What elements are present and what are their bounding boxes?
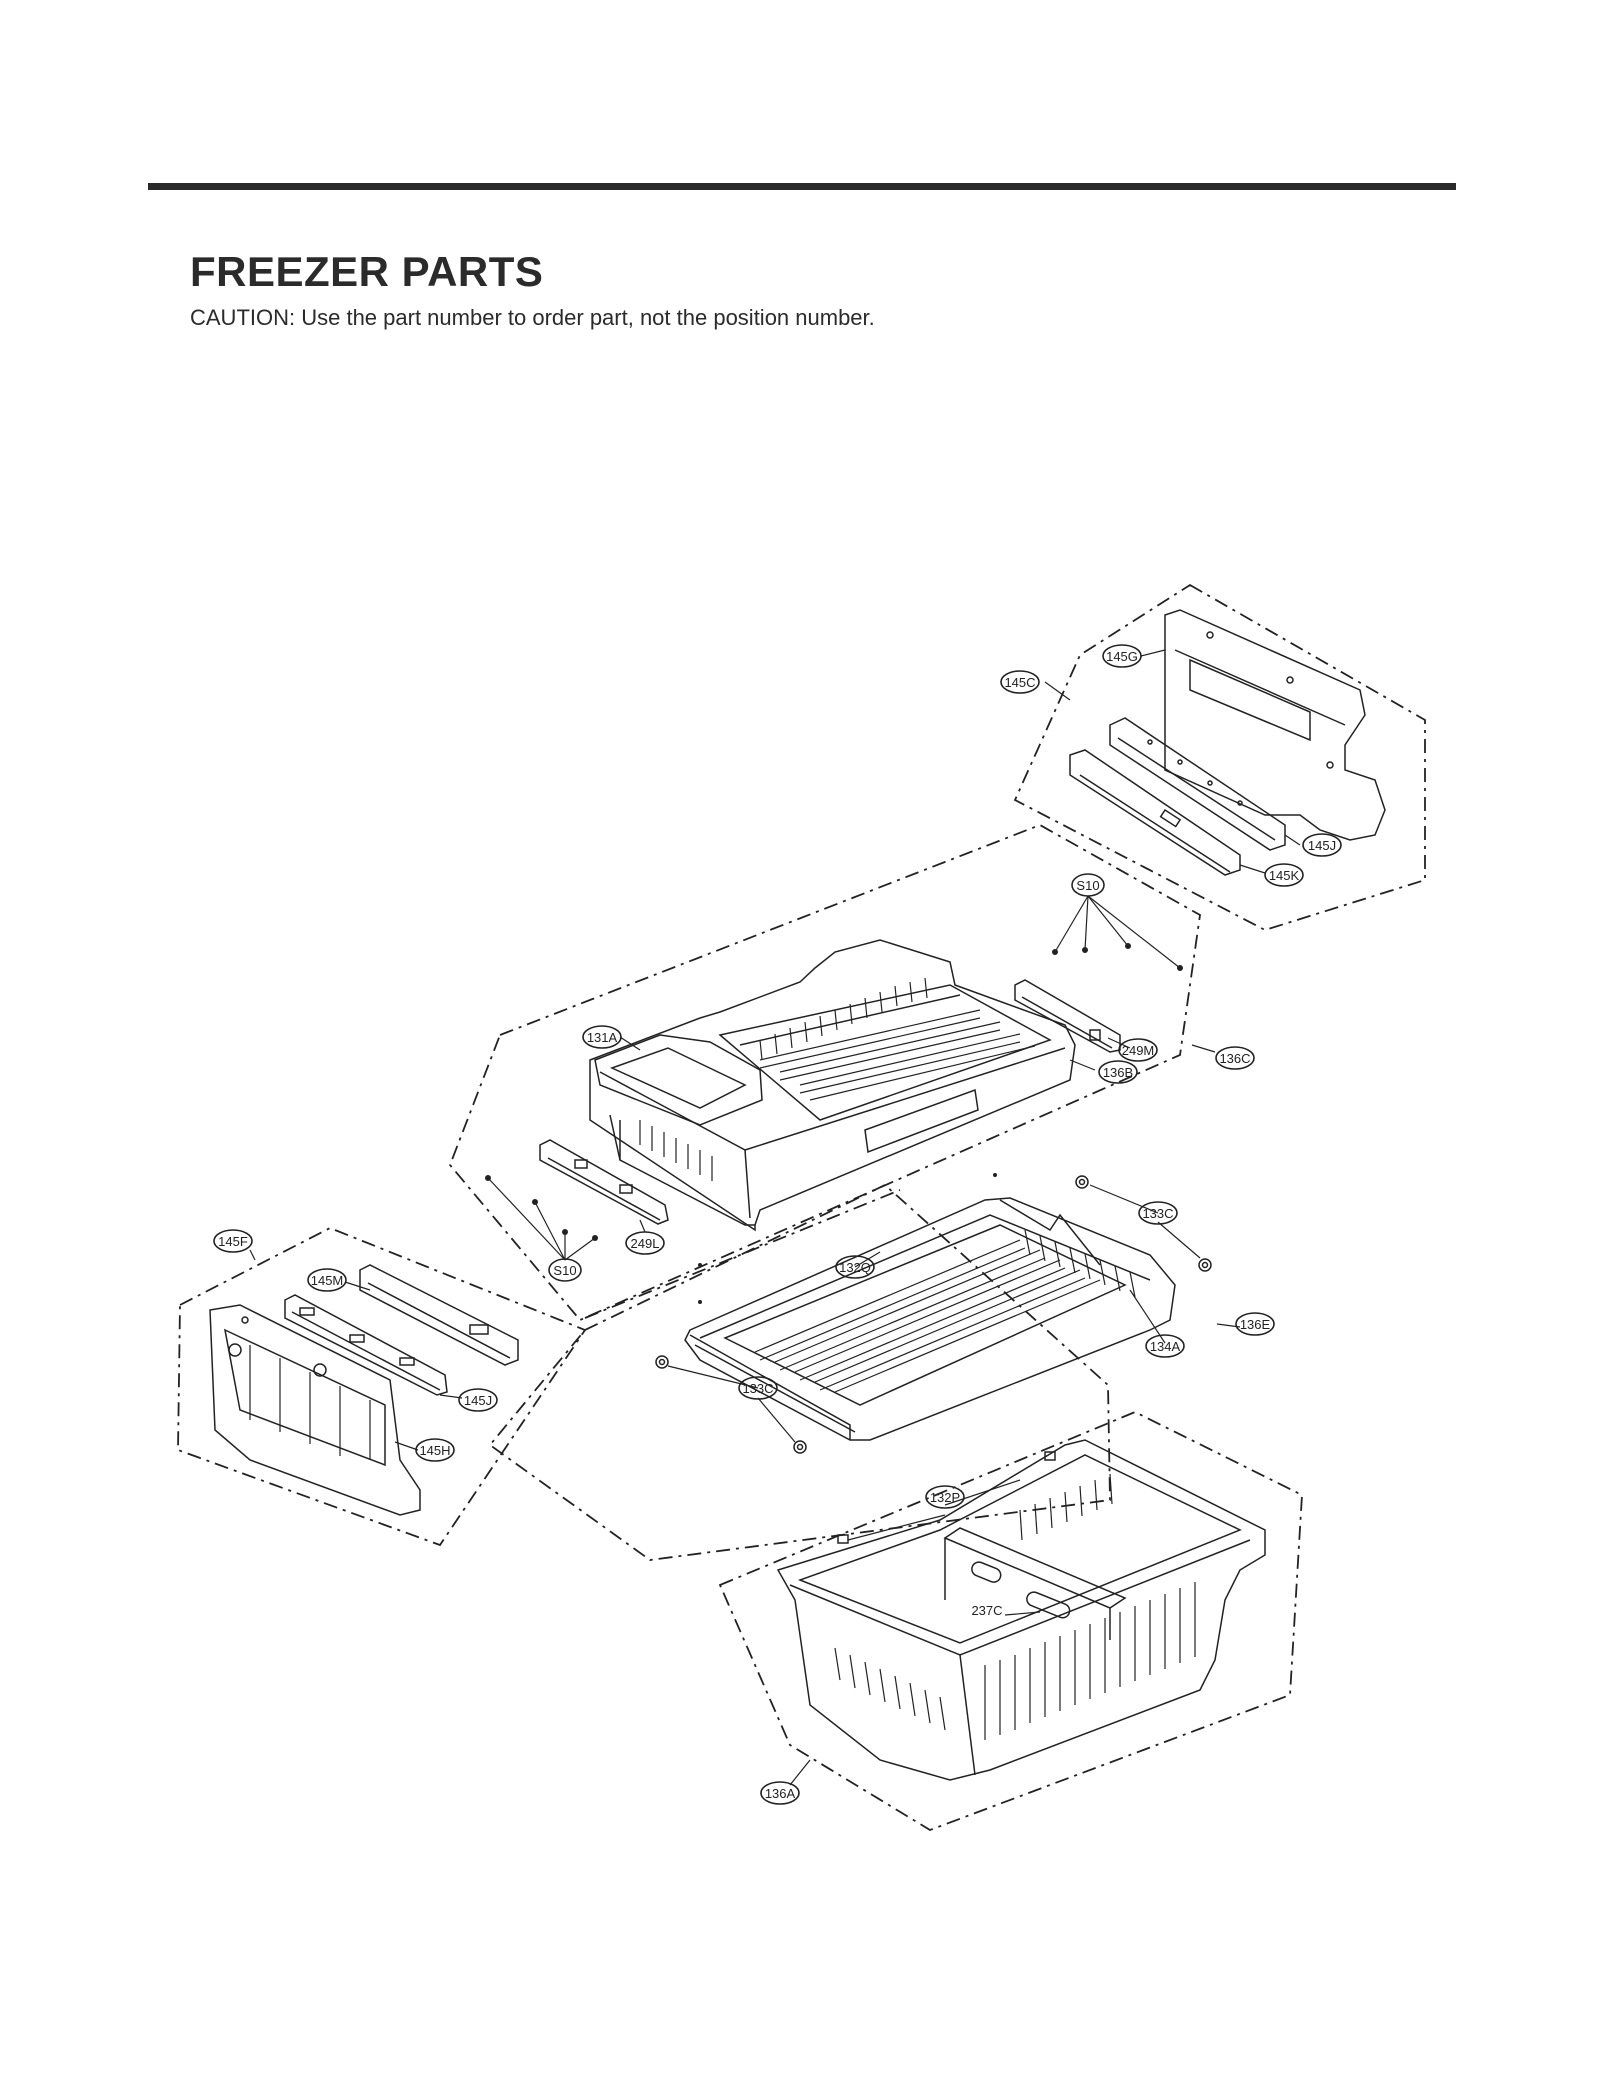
callout-label: 237C (971, 1603, 1002, 1618)
callout-131A: 131A (582, 1025, 622, 1049)
lower-basket-group-outline (718, 1411, 1303, 1831)
header-rule (148, 183, 1456, 190)
callout-label: S10 (1076, 878, 1099, 893)
callout-label: 132P (930, 1490, 960, 1505)
callout-134A: 134A (1145, 1334, 1185, 1358)
lower-tray-group-outline (488, 1183, 1111, 1561)
callout-133C-bottom: 133C (738, 1376, 778, 1400)
callout-145J-top: 145J (1302, 833, 1342, 857)
callout-145F: 145F (213, 1229, 253, 1253)
upper-drawer-group-outline (448, 824, 1201, 1322)
rail-249M (1014, 979, 1121, 1053)
callout-136A: 136A (760, 1781, 800, 1805)
callout-label: 136B (1103, 1065, 1133, 1080)
callout-label: 145C (1004, 675, 1035, 690)
callout-145C: 145C (1000, 670, 1040, 694)
callout-label: 131A (587, 1030, 618, 1045)
rail-assembly-top (1069, 609, 1386, 876)
callout-145J-bottom: 145J (458, 1388, 498, 1412)
callouts: 145G 145C 145J 145K S10 249M 136C 136B 1… (213, 644, 1342, 1805)
callout-label: 145J (1308, 838, 1336, 853)
rail-group-outline-top (1013, 583, 1426, 931)
callout-label: 133C (742, 1381, 773, 1396)
basket-136A (776, 1439, 1266, 1781)
callout-label: 132Q (839, 1260, 871, 1275)
callout-label: 136E (1240, 1317, 1271, 1332)
callout-132Q: 132Q (835, 1255, 875, 1279)
callout-136C: 136C (1215, 1046, 1255, 1070)
callout-136B: 136B (1098, 1060, 1138, 1084)
callout-label: 136A (765, 1786, 796, 1801)
callout-249L: 249L (625, 1231, 665, 1255)
callout-label: 145K (1269, 868, 1300, 883)
callout-136E: 136E (1235, 1312, 1275, 1336)
callout-label: 145G (1106, 649, 1138, 664)
rail-249L (539, 1139, 669, 1225)
callout-label: 145M (311, 1273, 344, 1288)
callout-label: 133C (1142, 1206, 1173, 1221)
nuts-133C (655, 1175, 1212, 1454)
callout-S10-bottom: S10 (548, 1258, 582, 1282)
callout-145M: 145M (307, 1268, 347, 1292)
group-outlines (177, 583, 1426, 1831)
callout-145H: 145H (415, 1438, 455, 1462)
page-title: FREEZER PARTS (190, 248, 544, 295)
callout-label: 145H (419, 1443, 450, 1458)
callout-133C-top: 133C (1138, 1201, 1178, 1225)
callout-145G: 145G (1102, 644, 1142, 668)
callout-132P: 132P (925, 1485, 965, 1509)
callout-label: 145J (464, 1393, 492, 1408)
rail-assembly-left (209, 1264, 519, 1516)
callout-label: S10 (553, 1263, 576, 1278)
upper-drawer-136B (589, 939, 1076, 1232)
callout-label: 134A (1150, 1339, 1181, 1354)
callout-145K: 145K (1264, 863, 1304, 887)
callout-label: 249L (631, 1236, 660, 1251)
callout-249M: 249M (1118, 1038, 1158, 1062)
rail-group-outline-left (177, 1227, 587, 1547)
callout-label: 249M (1122, 1043, 1155, 1058)
callout-S10-top: S10 (1071, 873, 1105, 897)
caution-note: CAUTION: Use the part number to order pa… (190, 305, 875, 330)
tray-134A (684, 1197, 1176, 1441)
screws (485, 943, 1183, 1304)
connector-line (584, 1189, 901, 1319)
callout-label: 136C (1219, 1051, 1250, 1066)
callout-237C: 237C (971, 1603, 1002, 1618)
callout-label: 145F (218, 1234, 248, 1249)
leader-lines (249, 649, 1301, 1786)
